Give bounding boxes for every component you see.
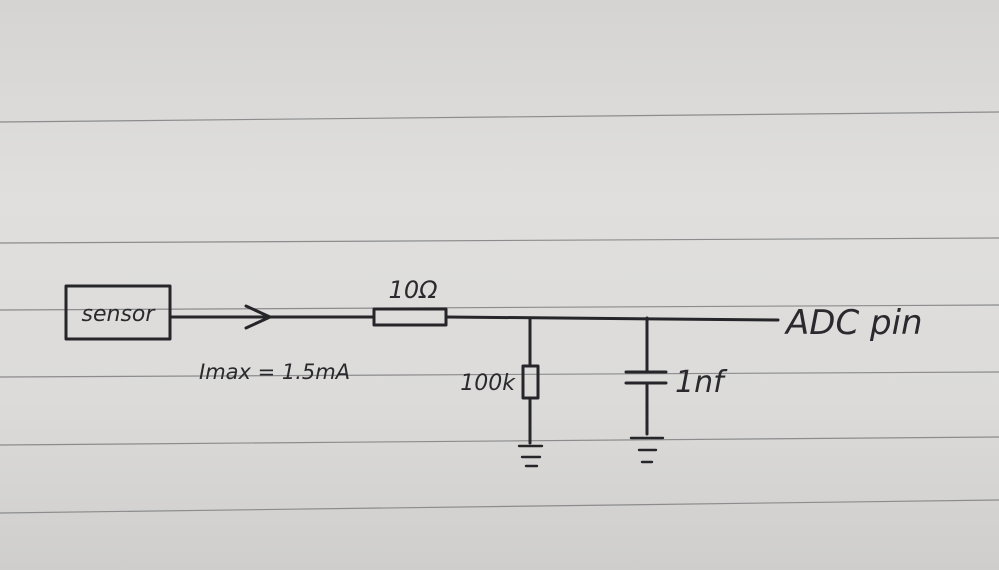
shunt-resistor-label: 100k <box>460 371 516 396</box>
sensor-label: sensor <box>82 302 157 327</box>
ruled-lines <box>0 111 999 514</box>
circuit-diagram: sensor 10Ω ADC pin Imax = 1.5mA 100k <box>64 276 923 468</box>
capacitor-ground-icon <box>629 436 665 464</box>
series-resistor-label: 10Ω <box>389 276 439 304</box>
current-arrow-icon <box>244 304 272 330</box>
capacitor-label: 1nf <box>675 365 728 400</box>
series-resistor <box>372 307 448 327</box>
output-wire <box>444 315 780 322</box>
sensor-box <box>64 284 172 341</box>
shunt-ground-icon <box>517 444 544 468</box>
shunt-resistor <box>521 364 540 400</box>
output-label: ADC pin <box>784 303 923 343</box>
current-label: Imax = 1.5mA <box>199 360 350 384</box>
